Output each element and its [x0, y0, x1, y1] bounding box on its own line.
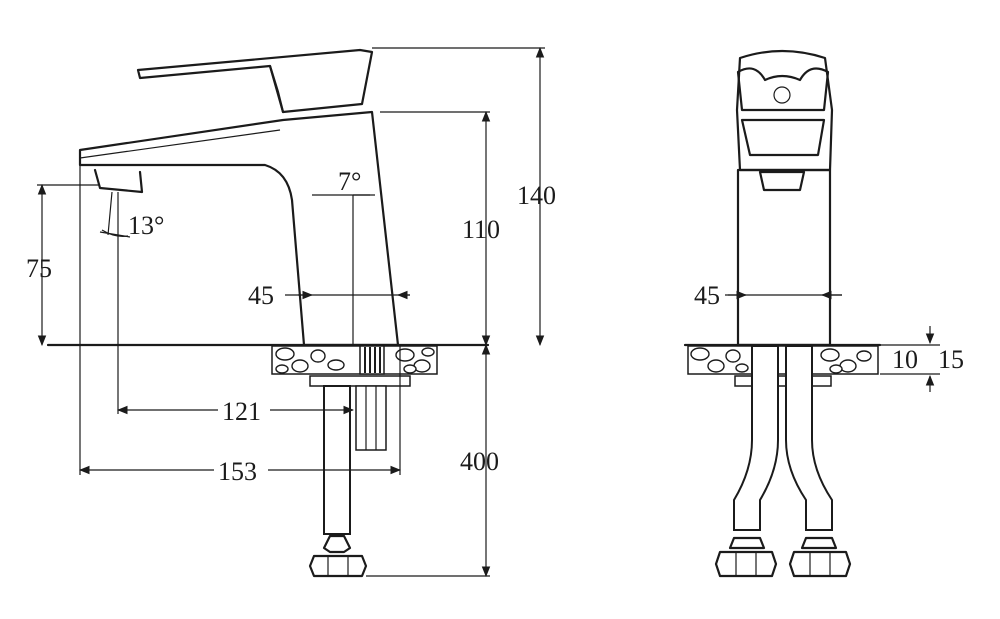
aerator-outlet: [93, 168, 144, 194]
dim-reach-total: 153: [218, 457, 257, 486]
mounting-plate: [309, 375, 411, 387]
hose-nut: [308, 554, 368, 578]
dim-mount-thickness: 10: [892, 345, 918, 374]
side-view: 140 110 400 75 45 7° 13° 121 153: [26, 46, 556, 578]
mounting-rod: [355, 385, 387, 451]
dim-hose-length: 400: [460, 447, 499, 476]
countertop-section: [271, 345, 438, 375]
dim-reach-outlet: 121: [222, 397, 261, 426]
dim-body-width-side: 45: [248, 281, 274, 310]
dim-mount-height: 15: [938, 345, 964, 374]
faucet-body-front: [736, 168, 832, 347]
angle-aerator: 13°: [128, 211, 164, 240]
aerator-front: [758, 170, 806, 192]
hose-ferrule: [322, 534, 352, 554]
front-view: 45 10 15: [683, 49, 964, 578]
lever-underside: [268, 64, 285, 114]
hose-nut-right: [788, 550, 852, 578]
dim-total-height: 140: [517, 181, 556, 210]
hose-right: [785, 345, 833, 531]
hose-nut-left: [714, 550, 778, 578]
faucet-body-spout: [78, 110, 400, 347]
braided-hose: [323, 385, 351, 535]
dim-aerator-height: 75: [26, 254, 52, 283]
lever-handle: [136, 48, 374, 114]
dim-spout-height: 110: [462, 215, 500, 244]
dim-body-width-front: 45: [694, 281, 720, 310]
angle-tilt: 7°: [338, 167, 361, 196]
hose-left: [733, 345, 779, 531]
